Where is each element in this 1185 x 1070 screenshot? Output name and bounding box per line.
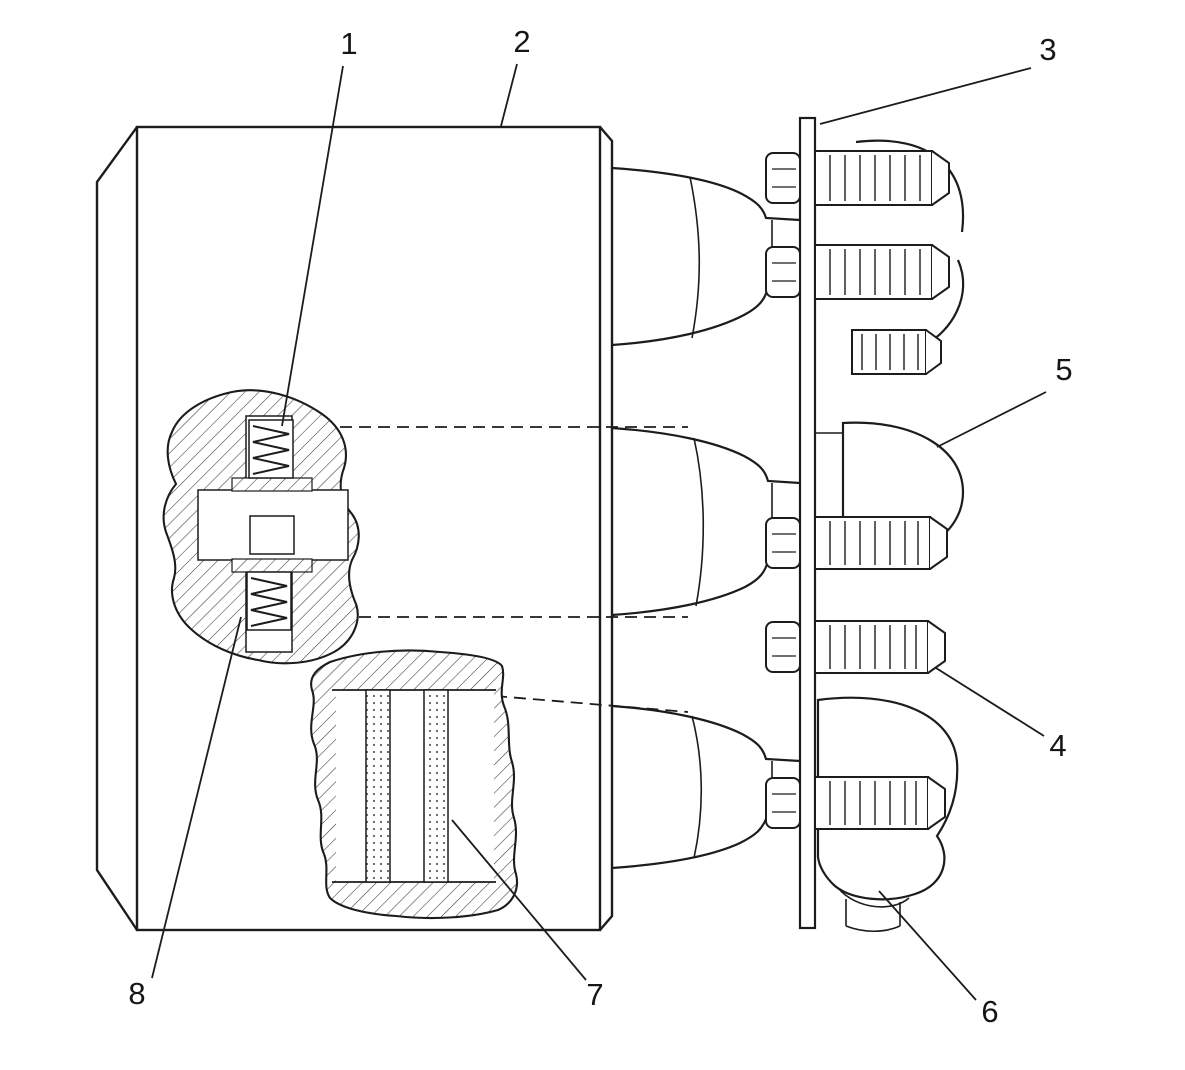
stud-tip [925,329,942,375]
hidden-line-bottom-port [494,695,689,713]
part-label-3: 3 [1039,32,1056,67]
filter-element-left [365,689,391,883]
part-label-1: 1 [340,26,357,61]
top-port-upper-contour [611,166,801,222]
thread-ticks [829,249,921,295]
threaded-stud [814,150,950,206]
part-label-8: 8 [128,976,145,1011]
leader-line-7 [451,819,587,981]
hidden-bore-lines [302,426,689,713]
housing-front-face [135,125,602,932]
bottom-port-lower-contour [611,815,801,870]
part-number-labels: 1 2 3 4 5 6 7 8 [128,24,1072,1029]
leader-line-4 [935,667,1045,737]
top-port-inner-curve [689,176,701,339]
stud-tip [927,620,946,674]
top-port-lower-contour [611,287,801,347]
spring-lower [250,577,288,627]
filter-section-detail [310,649,518,920]
part-label-2: 2 [513,24,530,59]
bottom-cap-inner-arc [837,887,910,908]
thread-ticks [829,625,917,669]
stud-head-tab [765,246,801,298]
filter-cavity [336,690,494,882]
part-label-6: 6 [981,994,998,1029]
leader-line-8 [151,616,242,979]
stud-head-tab [765,517,801,569]
stud-head-tab-slots [772,168,796,813]
leader-line-3 [819,67,1032,125]
stud-head-tab [765,777,801,829]
stud-head-tab [765,621,801,673]
valve-seat-lower [231,558,313,573]
thread-ticks [829,781,917,825]
leader-line-1 [281,65,344,427]
stud-tip [931,244,950,300]
stud-head-tab [765,152,801,204]
threaded-stud [814,244,950,300]
leader-lines [151,63,1047,1001]
valve-poppet [249,515,295,555]
part-label-7: 7 [586,977,603,1012]
leader-line-6 [878,890,977,1001]
thread-ticks [829,155,921,201]
middle-port-inner-curve [693,437,705,607]
thread-ticks [861,334,919,370]
middle-port-upper-contour [611,426,801,485]
stud-tip [929,516,948,570]
bottom-port-inner-curve [691,715,703,859]
housing-right-edge [599,126,614,931]
thread-ticks [829,521,919,565]
part-label-5: 5 [1055,352,1072,387]
stud-tip [931,150,950,206]
threaded-stud [814,776,946,830]
leader-line-2 [500,63,518,127]
filter-element-right [423,689,449,883]
bottom-port-upper-contour [611,704,801,763]
spring-upper [252,425,290,475]
stud-tip [927,776,946,830]
middle-port-lower-contour [611,557,801,617]
bottom-port-neck [611,704,801,870]
threaded-stud [851,329,942,375]
valve-section-detail [162,389,360,665]
housing-block [95,125,614,932]
housing-left-bevel [95,126,138,931]
valve-seat-upper [231,477,313,492]
part-label-4: 4 [1049,728,1066,763]
mounting-plate [798,116,817,930]
bottom-cap-base [845,899,901,933]
leader-line-5 [936,391,1047,448]
filter-cavity-edges [332,689,496,883]
stud-head-tabs [765,152,801,829]
threaded-stud [814,620,946,674]
threaded-stud [814,516,948,570]
